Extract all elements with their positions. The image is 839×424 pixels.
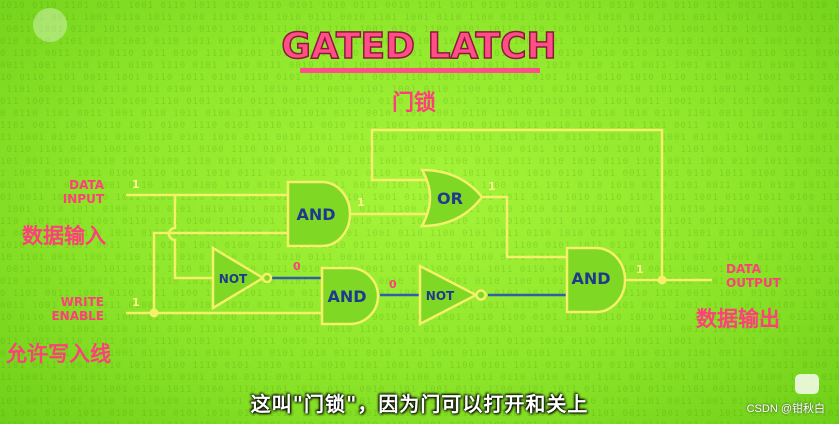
not-gate-top-bubble [261,272,273,284]
and-mid-label: AND [327,287,366,306]
write-enable-label-cn: 允许写入线 [5,342,111,366]
not-top-out-value: 0 [293,260,301,273]
wires [126,128,712,315]
data-input-value: 1 [132,178,140,191]
or-label: OR [437,189,463,208]
and-top-label: AND [296,205,335,224]
pbs-logo-icon [33,8,67,42]
not-mid-label: NOT [426,289,455,303]
and-gate-out [565,246,627,314]
not-gate-mid [418,263,479,327]
not-gate-top [211,245,266,311]
and-gate-top [286,180,352,248]
junction-output [657,275,667,285]
data-output-label-cn: 数据输出 [696,307,780,331]
wire-data-to-not [167,195,213,280]
junction-enable [149,308,159,318]
or-gate [419,168,484,228]
and-gate-mid [320,266,380,326]
and-out-value: 1 [636,263,644,276]
not-gate-mid-bubble [475,289,487,301]
title-underline [300,68,540,73]
write-enable-value: 1 [132,296,140,309]
and-out-label: AND [571,269,610,288]
csdn-watermark: CSDN @钳秋白 [746,403,825,415]
diagram-title-cn: 门锁 [392,90,436,116]
and-mid-out-value: 0 [389,278,397,291]
low-wires [272,276,567,297]
diagram-title: GATED LATCH [281,26,556,67]
or-out-value: 1 [488,180,496,193]
data-input-label-line2: INPUT [63,192,105,206]
write-enable-label-line1: WRITE [61,295,104,309]
wire-or-to-and-out [480,195,567,259]
wire-feedback-loop [370,128,664,280]
data-input-label-line1: DATA [69,178,105,192]
data-output-label-line2: OUTPUT [726,276,782,290]
video-subtitle: 这叫"门锁"，因为门可以打开和关上 [250,392,589,416]
not-top-label: NOT [219,272,248,286]
bilibili-tv-icon [795,374,819,394]
and-top-out-value: 1 [357,196,365,209]
data-output-label-line1: DATA [726,262,762,276]
data-input-label-cn: 数据输入 [22,224,106,248]
write-enable-label-line2: ENABLE [51,309,104,323]
wire-enable-to-and-top [152,231,288,313]
